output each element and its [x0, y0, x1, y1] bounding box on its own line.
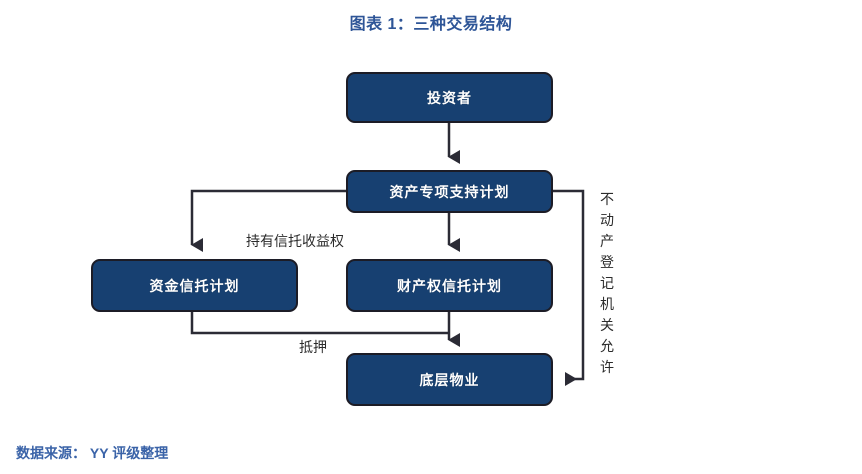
edge-label-hold-trust-rights: 持有信托收益权	[246, 235, 344, 250]
edge-fund-trust-to-underlying	[190, 312, 449, 335]
node-abs-plan[interactable]: 资产专项支持计划	[346, 170, 553, 213]
node-property-trust[interactable]: 财产权信托计划	[346, 259, 553, 312]
node-underlying[interactable]: 底层物业	[346, 353, 553, 406]
node-investor[interactable]: 投资者	[346, 72, 553, 123]
vertical-char: 产	[600, 235, 614, 250]
edge-abs-plan-to-underlying-right	[553, 189, 585, 386]
vertical-char: 机	[600, 298, 614, 313]
edge-label-mortgage: 抵押	[299, 341, 327, 356]
vertical-char: 记	[600, 277, 614, 292]
vertical-char: 许	[600, 361, 614, 376]
vertical-char: 关	[600, 319, 614, 334]
edge-label-registry-permits: 不 动 产 登 记 机 关 允 许	[596, 190, 618, 379]
figure-title: 图表 1：三种交易结构	[349, 16, 513, 33]
vertical-char: 允	[600, 340, 614, 355]
vertical-char: 登	[600, 256, 614, 271]
vertical-char: 不	[600, 193, 614, 208]
source-note: 数据来源： YY 评级整理	[16, 445, 169, 461]
node-fund-trust[interactable]: 资金信托计划	[91, 259, 298, 312]
vertical-char: 动	[600, 214, 614, 229]
